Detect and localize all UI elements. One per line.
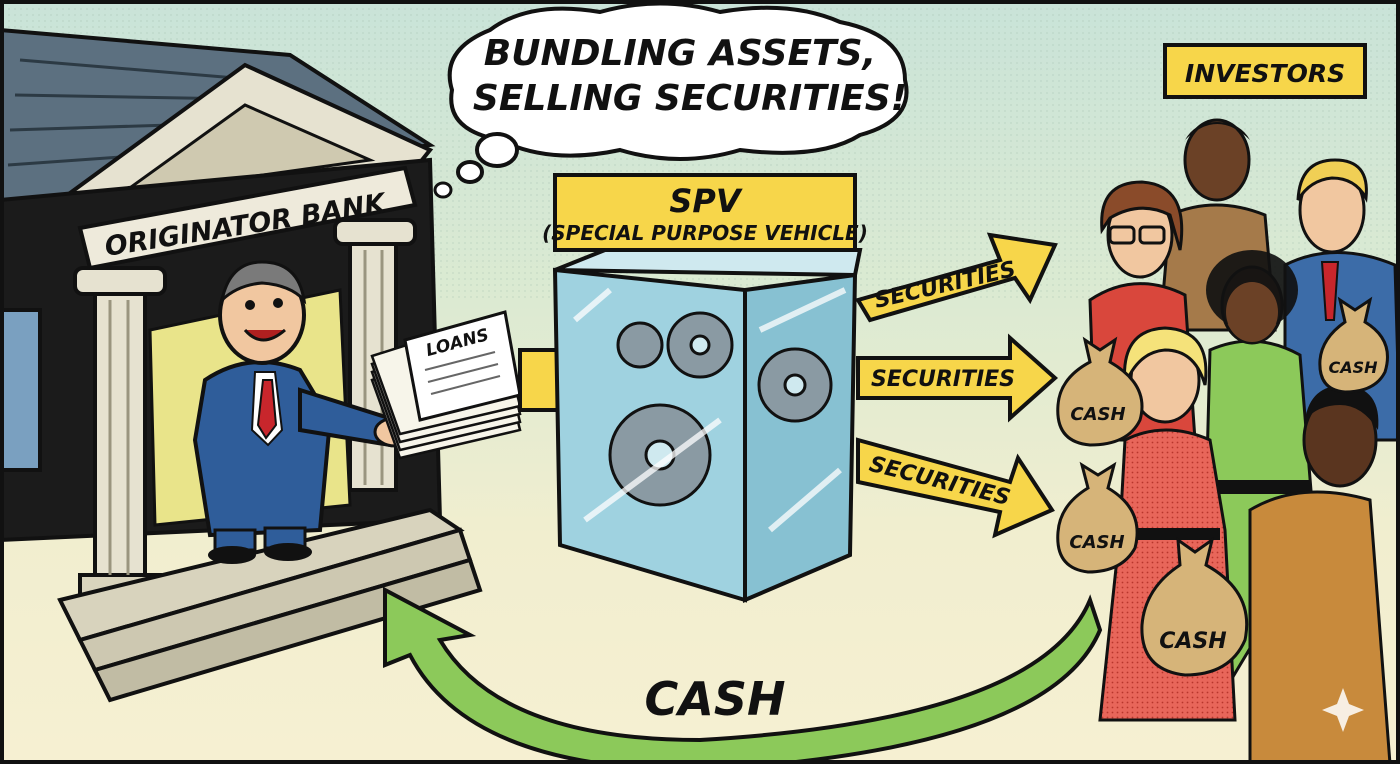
securities-label-2: SECURITIES: [871, 367, 1015, 392]
loans-stack: LOANS: [370, 310, 522, 460]
securities-arrow-3: SECURITIES: [856, 437, 1055, 539]
spv-subtitle: (SPECIAL PURPOSE VEHICLE): [542, 221, 868, 245]
cash-bag-label-1: CASH: [1070, 404, 1125, 425]
bank-column-right: [333, 218, 417, 492]
cash-bag-2: CASH: [1318, 296, 1389, 394]
investors-label-box: INVESTORS: [1163, 43, 1367, 99]
investors-label: INVESTORS: [1185, 59, 1345, 88]
securities-arrow-2: SECURITIES: [856, 333, 1059, 423]
investor-group: CASH CASH CASH CASH: [1056, 118, 1400, 764]
spv-label-box: SPV (SPECIAL PURPOSE VEHICLE): [542, 173, 868, 252]
banker-figure: [192, 260, 417, 564]
bank-window: [0, 308, 42, 472]
cash-flow-label: CASH: [645, 672, 786, 726]
cash-bag-label-3: CASH: [1069, 532, 1124, 553]
cash-flow-arrow: CASH: [383, 586, 1103, 764]
cash-bag-3: CASH: [1056, 461, 1139, 574]
originator-bank: ORIGINATOR BANK: [0, 27, 483, 703]
bank-sign: [77, 165, 418, 271]
investor-man-brown-suit: [1248, 385, 1392, 764]
spv-gears: [608, 311, 833, 507]
thought-bubble: BUNDLING ASSETS, SELLING SECURITIES!: [433, 1, 909, 199]
spv-title: SPV: [669, 182, 743, 220]
cash-bag-4: CASH: [1140, 536, 1249, 677]
spv-glass-box: [552, 248, 863, 604]
cash-bag-label-4: CASH: [1159, 629, 1226, 654]
thought-line-2: SELLING SECURITIES!: [473, 78, 907, 119]
cash-bag-1: CASH: [1056, 336, 1144, 447]
thought-line-1: BUNDLING ASSETS,: [484, 33, 876, 74]
sparkle-icon: [1322, 688, 1364, 732]
cash-bag-label-2: CASH: [1328, 358, 1378, 377]
